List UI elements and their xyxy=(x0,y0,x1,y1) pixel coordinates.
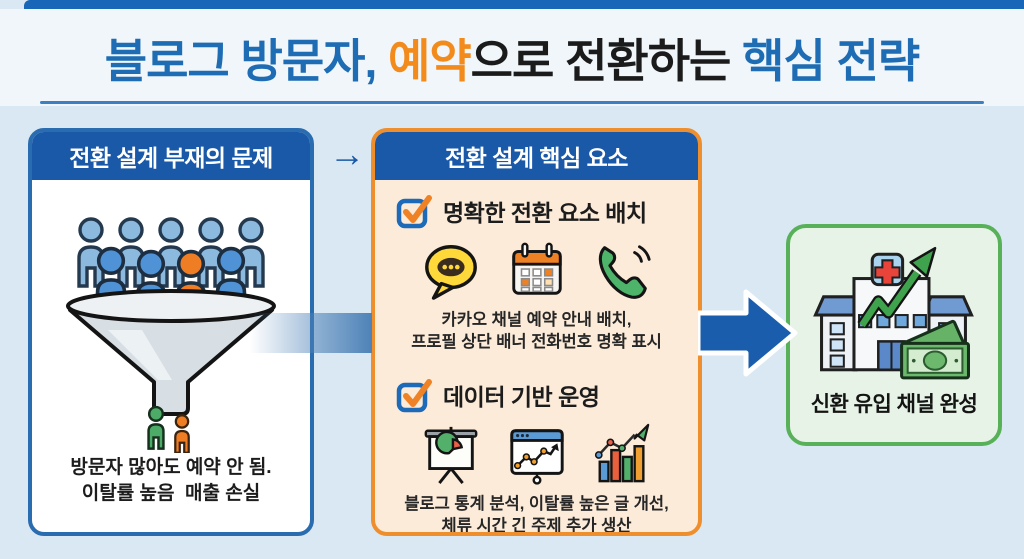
line-chart-window-icon xyxy=(509,428,564,485)
flow-arrow-small: → xyxy=(329,133,365,174)
section-2-caption-line1: 블로그 통계 분석, 이탈률 높은 글 개선, xyxy=(404,494,669,513)
problem-caption: 방문자 많아도 예약 안 됨. 이탈률 높음 매출 손실 xyxy=(32,455,310,532)
title-segment-2: 예약 xyxy=(388,34,472,87)
top-accent-bar xyxy=(24,0,1024,9)
result-caption: 신환 유입 채널 완성 xyxy=(810,393,978,416)
title-underline xyxy=(40,101,984,104)
page-title: 블로그 방문자, 예약으로 전환하는 핵심 전략 xyxy=(104,25,920,91)
section-1-caption: 카카오 채널 예약 안내 배치, 프로필 상단 배너 전화번호 명확 표시 xyxy=(375,309,698,354)
section-2-caption: 블로그 통계 분석, 이탈률 높은 글 개선, 체류 시간 긴 주제 추가 생산 xyxy=(375,493,698,535)
pie-chart-board-icon xyxy=(424,426,477,484)
kakao-chat-bubble-icon xyxy=(424,245,477,300)
visitor-funnel-icon xyxy=(66,217,276,453)
section-1-title: 명확한 전환 요소 배치 xyxy=(443,200,647,226)
title-segment-3: 으로 전환하는 xyxy=(470,34,743,87)
funnel-shape xyxy=(66,289,276,416)
title-segment-4: 핵심 전략 xyxy=(742,34,920,87)
section-2-title: 데이터 기반 운영 xyxy=(443,383,600,410)
checkbox-icon xyxy=(396,378,432,412)
flow-arrow-large xyxy=(698,289,798,377)
problem-caption-line1: 방문자 많아도 예약 안 됨. xyxy=(70,456,272,478)
section-1-icons xyxy=(375,239,698,301)
checkbox-icon xyxy=(396,195,432,229)
solution-panel: 전환 설계 핵심 요소 명확한 전환 요소 배치 xyxy=(371,128,702,536)
funnel-illustration-wrap xyxy=(32,180,310,455)
problem-caption-line2: 이탈률 높음 매출 손실 xyxy=(81,483,261,505)
phone-icon xyxy=(598,245,651,299)
connector-band xyxy=(250,313,372,353)
section-1-caption-line1: 카카오 채널 예약 안내 배치, xyxy=(441,311,632,329)
section-2-icons xyxy=(375,423,698,485)
solution-panel-header: 전환 설계 핵심 요소 xyxy=(375,132,698,180)
calendar-icon xyxy=(511,242,562,295)
section-1-caption-line2: 프로필 상단 배너 전화번호 명확 표시 xyxy=(411,333,662,352)
solution-section-2: 데이터 기반 운영 xyxy=(375,364,698,535)
hospital-growth-icon xyxy=(813,246,974,380)
problem-panel-header: 전환 설계 부재의 문제 xyxy=(32,132,310,180)
result-panel: 신환 유입 채널 완성 xyxy=(786,224,1002,446)
title-segment-1: 블로그 방문자, xyxy=(104,34,389,87)
solution-section-1: 명확한 전환 요소 배치 xyxy=(375,180,698,354)
bar-chart-icon xyxy=(594,423,649,482)
section-2-caption-line2: 체류 시간 긴 주제 추가 생산 xyxy=(441,516,632,535)
title-area: 블로그 방문자, 예약으로 전환하는 핵심 전략 xyxy=(0,9,1024,106)
